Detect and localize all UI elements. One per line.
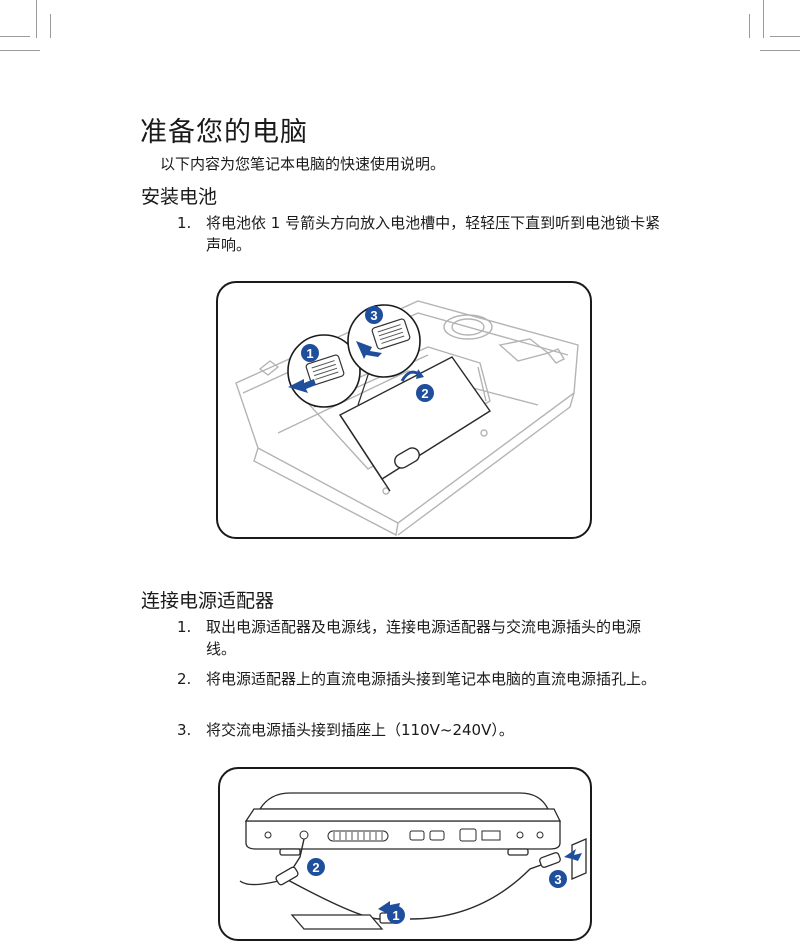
crop-mark-top-right-h2: [760, 50, 800, 51]
step-text: 将电池依 1 号箭头方向放入电池槽中，轻轻压下直到听到电池锁卡紧声响。: [206, 214, 661, 254]
step-text: 将电源适配器上的直流电源插头接到笔记本电脑的直流电源插孔上。: [206, 670, 657, 688]
step-number: 3.: [177, 721, 192, 739]
crop-mark-top-left-h2: [0, 50, 40, 51]
step-text: 取出电源适配器及电源线，连接电源适配器与交流电源插头的电源线。: [206, 618, 642, 658]
crop-mark-top-right-h: [770, 36, 800, 37]
power-illustration: 2 3 1: [239, 792, 587, 930]
step-number: 1.: [177, 618, 192, 636]
crop-mark-top-left-v2: [50, 14, 51, 38]
step-text: 将交流电源插头接到插座上（110V~240V）。: [206, 721, 514, 739]
step-number: 2.: [177, 670, 192, 688]
battery-figure: 1 3 2: [216, 281, 592, 539]
crop-mark-top-right-v: [763, 0, 764, 38]
step-number: 1.: [177, 214, 192, 232]
battery-callout-badges: 1 3 2: [301, 306, 434, 402]
power-heading: 连接电源适配器: [141, 590, 275, 612]
crop-mark-top-left-v: [36, 0, 37, 38]
power-figure: 2 3 1: [218, 767, 592, 941]
battery-badge-2: 2: [421, 386, 428, 401]
battery-heading: 安装电池: [141, 186, 218, 208]
battery-illustration: 1 3 2: [235, 300, 579, 537]
crop-mark-top-left-h: [0, 36, 30, 37]
page-title: 准备您的电脑: [140, 117, 308, 148]
power-badge-1: 1: [392, 908, 399, 923]
crop-mark-top-right-v2: [749, 14, 750, 38]
intro-text: 以下内容为您笔记本电脑的快速使用说明。: [160, 155, 446, 173]
battery-badge-1: 1: [306, 346, 313, 361]
power-badge-2: 2: [312, 860, 319, 875]
power-badge-3: 3: [554, 872, 561, 887]
battery-badge-3: 3: [370, 308, 377, 323]
